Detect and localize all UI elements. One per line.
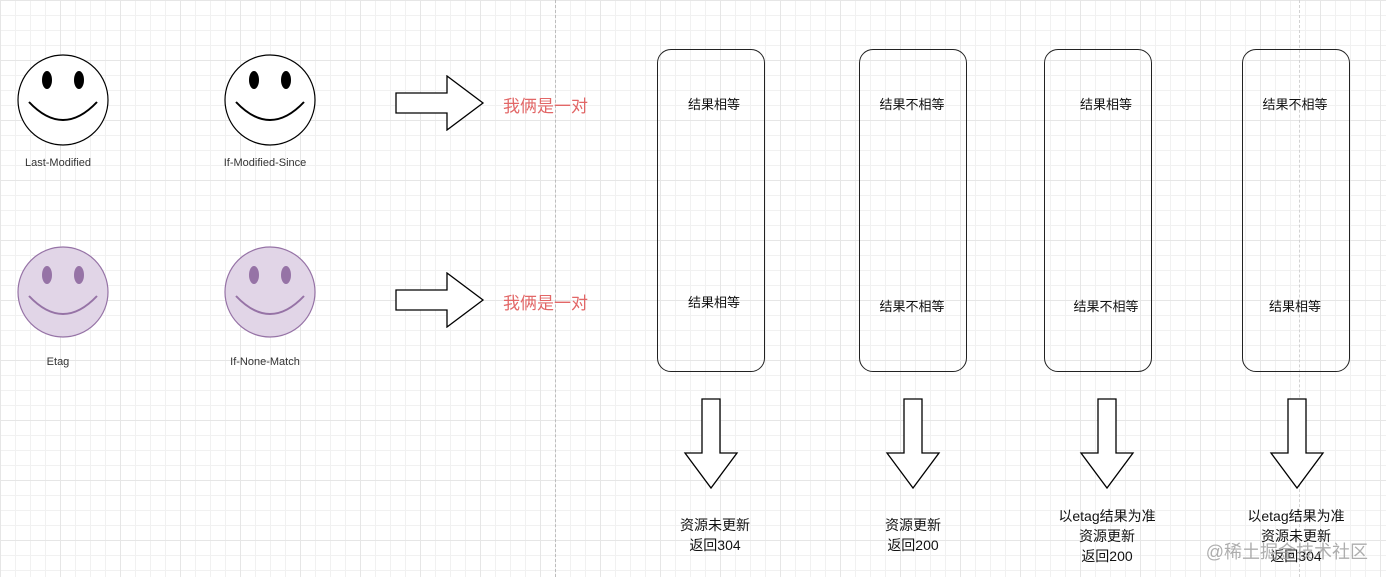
etag-label: Etag xyxy=(46,356,70,368)
case-card xyxy=(657,49,765,372)
outcome-line: 返回304 xyxy=(1270,548,1322,564)
right-arrow-icon xyxy=(395,75,485,131)
outcome-line: 资源未更新 xyxy=(680,517,750,533)
case-2-top-result: 结果不相等 xyxy=(879,97,945,112)
last-modified-label: Last-Modified xyxy=(24,157,92,169)
case-1-bottom-result: 结果相等 xyxy=(687,295,740,310)
case-1-top-result: 结果相等 xyxy=(687,97,740,112)
if-modified-since-label: If-Modified-Since xyxy=(223,157,307,169)
dashed-divider-right xyxy=(1299,0,1300,577)
smiley-icon xyxy=(224,54,316,146)
case-3-bottom-result: 结果不相等 xyxy=(1073,299,1139,314)
dashed-divider xyxy=(555,0,556,577)
outcome-line: 以etag结果为准 xyxy=(1247,508,1345,524)
smiley-icon xyxy=(17,54,109,146)
smiley-icon xyxy=(224,246,316,338)
case-2-bottom-result: 结果不相等 xyxy=(879,299,945,314)
case-4-outcome: 以etag结果为准 资源未更新 返回304 xyxy=(1216,506,1376,566)
outcome-line: 返回200 xyxy=(887,537,939,553)
down-arrow-icon xyxy=(1079,398,1135,490)
outcome-line: 返回200 xyxy=(1081,548,1133,564)
down-arrow-icon xyxy=(885,398,941,490)
case-3-top-result: 结果相等 xyxy=(1079,97,1132,112)
case-2-outcome: 资源更新 返回200 xyxy=(833,515,993,555)
case-3-outcome: 以etag结果为准 资源更新 返回200 xyxy=(1027,506,1187,566)
pair-label: 我俩是一对 xyxy=(503,294,588,313)
outcome-line: 资源未更新 xyxy=(1261,528,1331,544)
case-card xyxy=(1044,49,1152,372)
case-4-bottom-result: 结果相等 xyxy=(1268,299,1321,314)
case-card xyxy=(1242,49,1350,372)
case-card xyxy=(859,49,967,372)
case-1-outcome: 资源未更新 返回304 xyxy=(635,515,795,555)
down-arrow-icon xyxy=(683,398,739,490)
outcome-line: 以etag结果为准 xyxy=(1058,508,1156,524)
outcome-line: 返回304 xyxy=(689,537,741,553)
down-arrow-icon xyxy=(1269,398,1325,490)
watermark: @稀土掘金技术社区 xyxy=(1205,542,1368,562)
outcome-line: 资源更新 xyxy=(885,517,941,533)
case-4-top-result: 结果不相等 xyxy=(1262,97,1328,112)
outcome-line: 资源更新 xyxy=(1079,528,1135,544)
right-arrow-icon xyxy=(395,272,485,328)
smiley-icon xyxy=(17,246,109,338)
pair-label: 我俩是一对 xyxy=(503,97,588,116)
if-none-match-label: If-None-Match xyxy=(230,356,300,368)
